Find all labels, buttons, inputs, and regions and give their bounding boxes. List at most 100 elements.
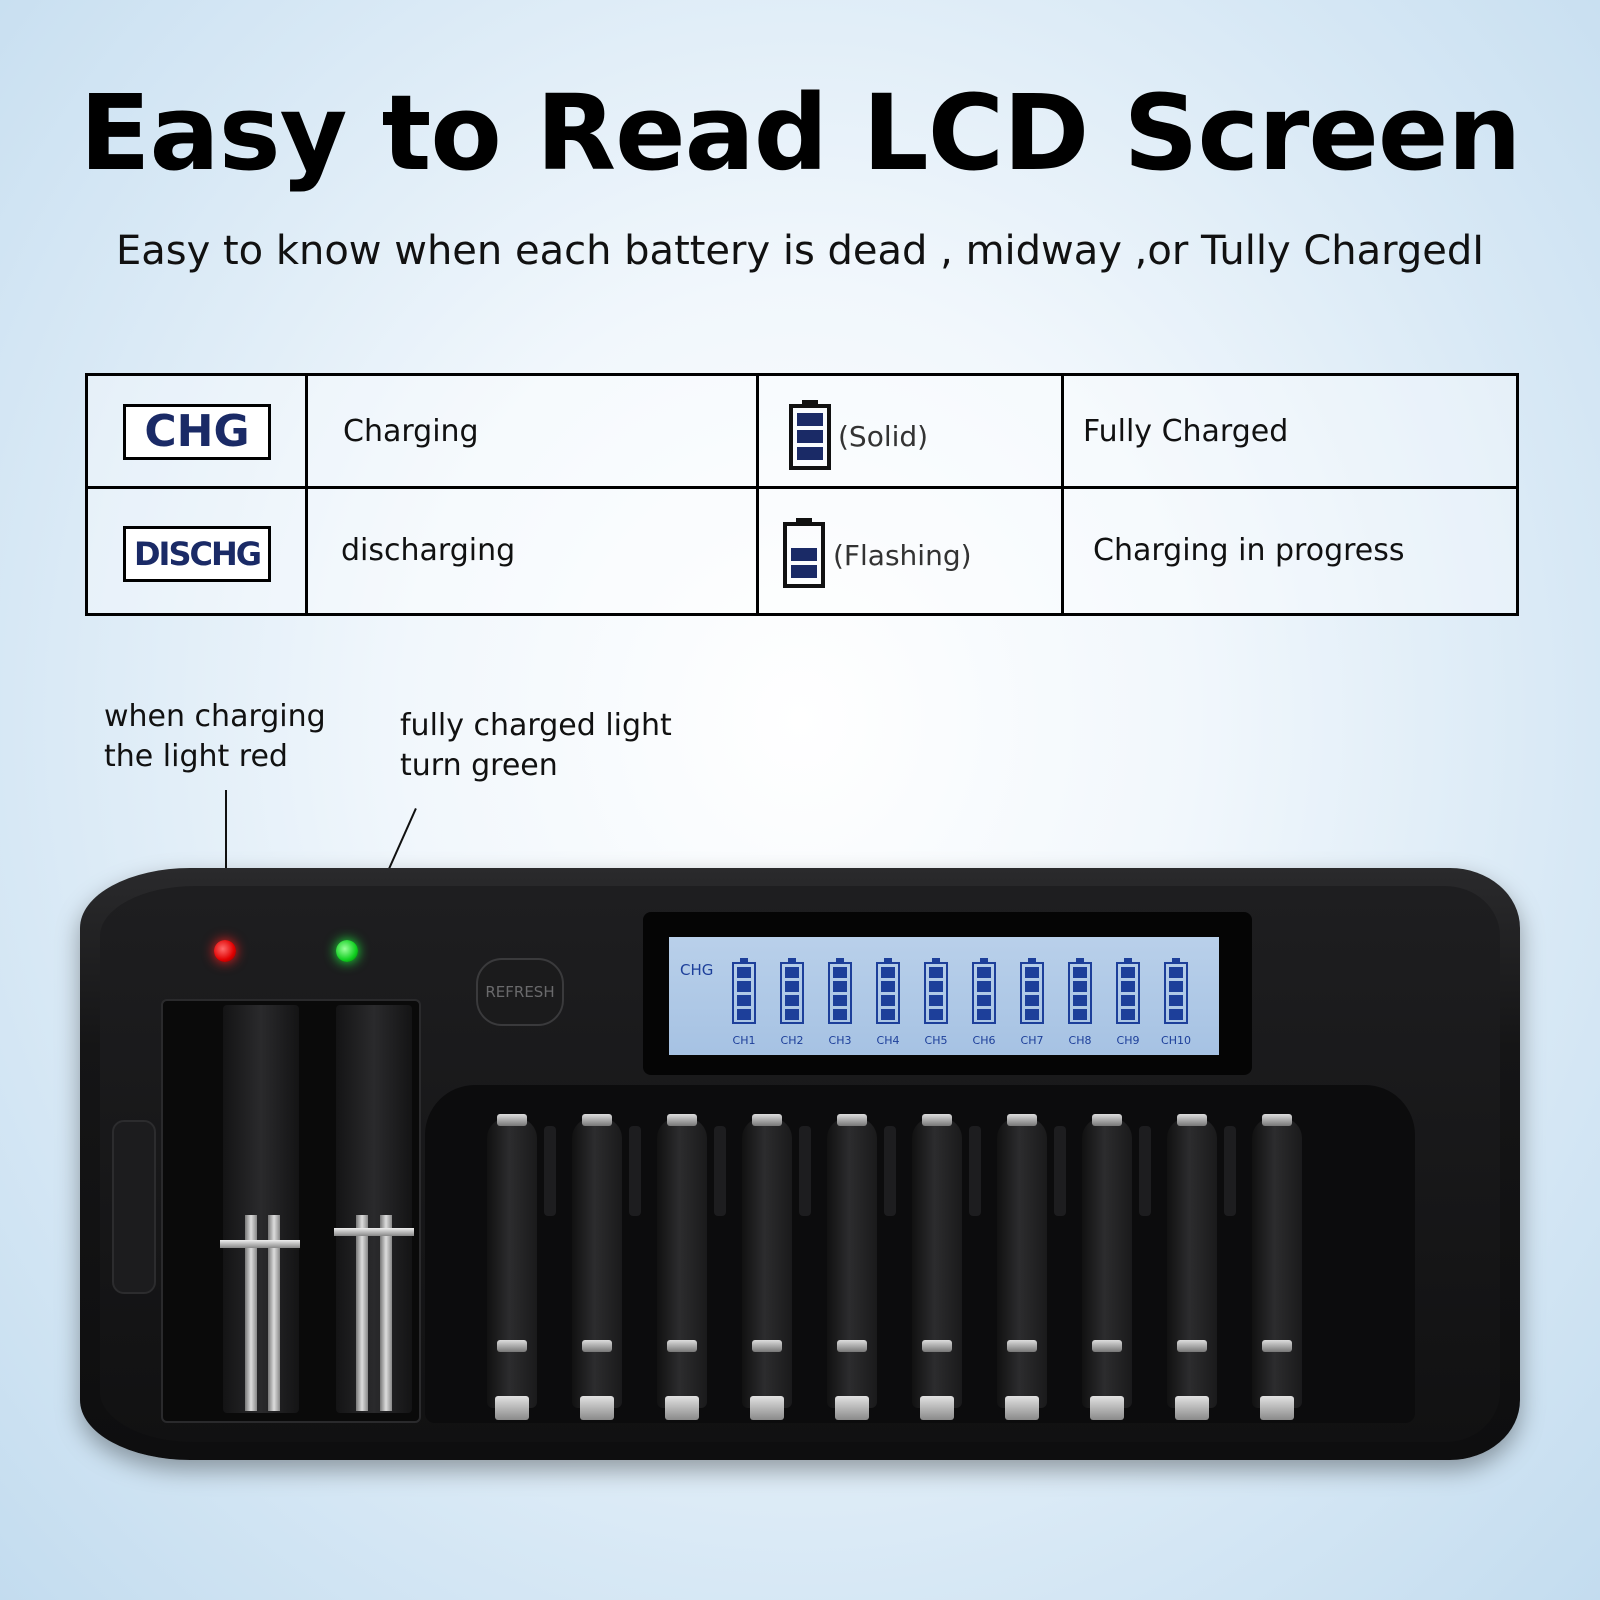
lcd-battery-bar: [929, 995, 943, 1006]
lcd-channel-label: CH7: [1020, 1034, 1044, 1047]
slot-contact-mid: [1007, 1340, 1037, 1352]
aa-slot[interactable]: [827, 1118, 877, 1408]
lcd-battery-bar: [833, 967, 847, 978]
lcd-battery-bar: [737, 967, 751, 978]
lcd-battery-bar: [929, 1009, 943, 1020]
slot-contact-top: [582, 1114, 612, 1126]
lcd-battery-bar: [785, 981, 799, 992]
aa-slot[interactable]: [742, 1118, 792, 1408]
slot-contact-bottom: [1175, 1396, 1209, 1420]
slot-slider[interactable]: [334, 1228, 414, 1236]
legend-row-charging: CHG Charging (Solid) Fully Charged: [88, 376, 1516, 489]
lcd-battery-bar: [881, 995, 895, 1006]
aa-slot[interactable]: [997, 1118, 1047, 1408]
lcd-battery-icon: [828, 958, 852, 1024]
lcd-battery-icon: [924, 958, 948, 1024]
lcd-battery-bar: [977, 967, 991, 978]
slot-contact-bottom: [665, 1396, 699, 1420]
lcd-battery-bar: [977, 995, 991, 1006]
lcd-battery-bar: [1025, 967, 1039, 978]
legend-meaning: discharging: [341, 533, 516, 568]
slot-divider: [1139, 1126, 1151, 1216]
lcd-channel-label: CH1: [732, 1034, 756, 1047]
refresh-button[interactable]: REFRESH: [476, 958, 564, 1026]
lcd-battery-bar: [1025, 1009, 1039, 1020]
legend-row-discharging: DISCHG discharging (Flashing) Charging i…: [88, 489, 1516, 613]
lcd-battery-bar: [1073, 1009, 1087, 1020]
slot-contact-bottom: [1260, 1396, 1294, 1420]
headline: Easy to Read LCD Screen: [79, 72, 1521, 194]
lcd-battery-icon: [1116, 958, 1140, 1024]
legend-divider: [305, 376, 308, 613]
lcd-battery-icon: [780, 958, 804, 1024]
slot-contact-top: [922, 1114, 952, 1126]
lcd-battery-bar: [737, 1009, 751, 1020]
lcd-battery-bar: [1169, 967, 1183, 978]
lcd-battery-bar: [785, 1009, 799, 1020]
legend-divider: [756, 376, 759, 613]
dischg-badge: DISCHG: [123, 526, 271, 582]
lcd-battery-bar: [1073, 995, 1087, 1006]
lcd-battery-icon: [1020, 958, 1044, 1024]
slot-contact-mid: [582, 1340, 612, 1352]
aa-slot[interactable]: [657, 1118, 707, 1408]
charging-led: [214, 940, 236, 962]
subheadline: Easy to know when each battery is dead ,…: [115, 228, 1485, 274]
lcd-channel-label: CH6: [972, 1034, 996, 1047]
slot-contact-top: [1092, 1114, 1122, 1126]
aa-slot[interactable]: [1252, 1118, 1302, 1408]
chg-badge: CHG: [123, 404, 271, 460]
18650-slot[interactable]: [336, 1005, 412, 1413]
lcd-battery-icon: [972, 958, 996, 1024]
lcd-battery-bar: [737, 995, 751, 1006]
lcd-battery-bar: [1073, 967, 1087, 978]
slot-contact-bottom: [1005, 1396, 1039, 1420]
lcd-battery-bar: [1121, 967, 1135, 978]
slot-rail: [380, 1215, 392, 1411]
lcd-channel-label: CH10: [1161, 1034, 1191, 1047]
slot-contact-mid: [1092, 1340, 1122, 1352]
legend-divider: [1061, 376, 1064, 613]
slot-contact-bottom: [920, 1396, 954, 1420]
slot-contact-top: [752, 1114, 782, 1126]
lcd-battery-icon: [1164, 958, 1188, 1024]
lcd-channel-label: CH4: [876, 1034, 900, 1047]
slot-rail: [245, 1215, 257, 1411]
lcd-battery-bar: [929, 967, 943, 978]
18650-slot[interactable]: [223, 1005, 299, 1413]
indicator-meaning: Fully Charged: [1083, 414, 1289, 449]
indicator-note: (Solid): [838, 420, 929, 453]
slot-divider: [799, 1126, 811, 1216]
aa-slot[interactable]: [1082, 1118, 1132, 1408]
slot-contact-bottom: [835, 1396, 869, 1420]
lcd-mode-label: CHG: [680, 961, 714, 979]
lcd-battery-bar: [881, 981, 895, 992]
lcd-battery-bar: [1169, 995, 1183, 1006]
lcd-battery-bar: [881, 967, 895, 978]
slot-divider: [544, 1126, 556, 1216]
aa-slot[interactable]: [487, 1118, 537, 1408]
aa-slot[interactable]: [912, 1118, 962, 1408]
lcd-battery-bar: [785, 967, 799, 978]
slot-contact-bottom: [1090, 1396, 1124, 1420]
lcd-battery-bar: [977, 1009, 991, 1020]
lcd-channel-label: CH9: [1116, 1034, 1140, 1047]
slot-divider: [884, 1126, 896, 1216]
lcd-battery-bar: [833, 995, 847, 1006]
lcd-battery-bar: [833, 1009, 847, 1020]
aa-slot[interactable]: [572, 1118, 622, 1408]
lcd-battery-icon: [1068, 958, 1092, 1024]
lcd-battery-icon: [876, 958, 900, 1024]
legend-table: CHG Charging (Solid) Fully Charged DISCH…: [85, 373, 1519, 616]
slot-slider[interactable]: [220, 1240, 300, 1248]
lcd-battery-bar: [1025, 981, 1039, 992]
legend-meaning: Charging: [343, 414, 479, 449]
green-light-note: fully charged light turn green: [400, 708, 672, 783]
aa-slot[interactable]: [1167, 1118, 1217, 1408]
lcd-battery-bar: [1025, 995, 1039, 1006]
slot-contact-bottom: [750, 1396, 784, 1420]
full-led: [336, 940, 358, 962]
slot-contact-mid: [837, 1340, 867, 1352]
slot-divider: [1054, 1126, 1066, 1216]
lcd-channel-label: CH8: [1068, 1034, 1092, 1047]
